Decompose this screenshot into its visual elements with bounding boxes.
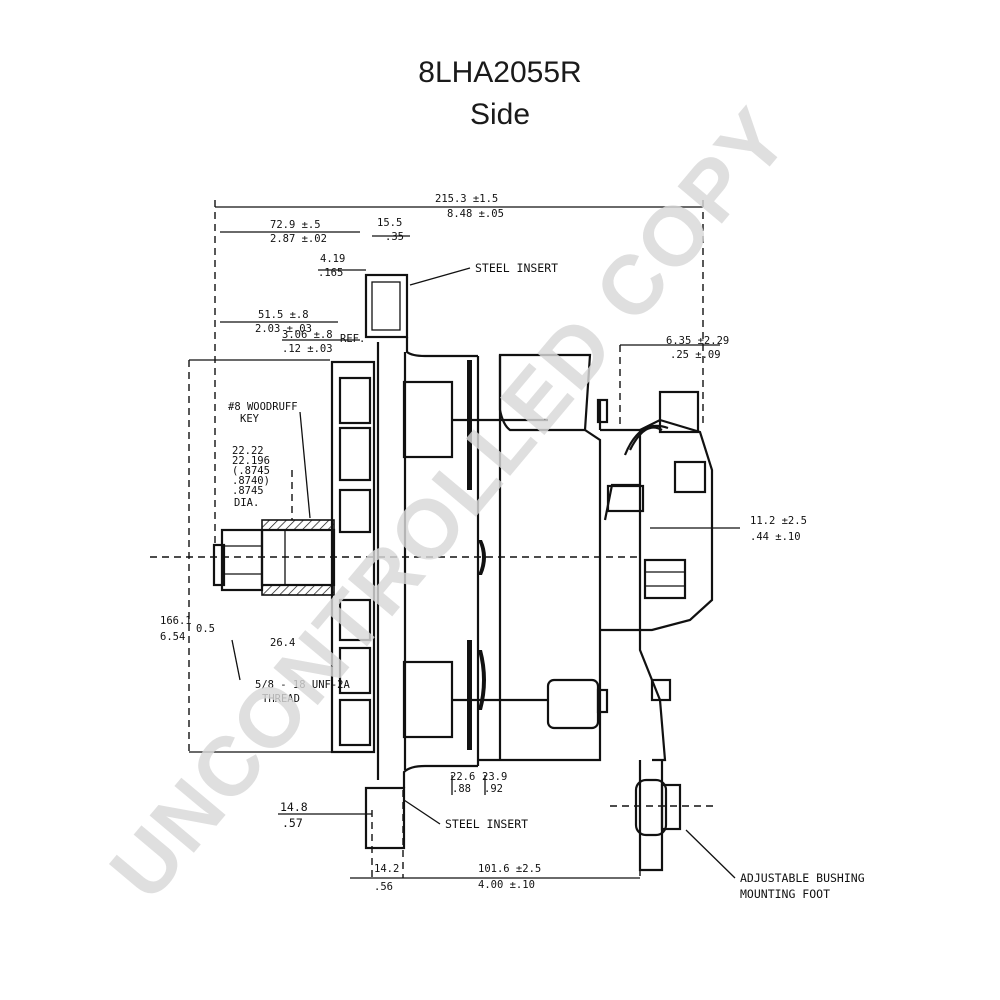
shaft-line-3: (.8745 — [232, 465, 270, 477]
callout-text: STEEL INSERT STEEL INSERT #8 WOODRUFF KE… — [228, 261, 865, 901]
shaft-line-2: 22.196 — [232, 455, 270, 467]
dim-515-in: 2.03 ±.03 — [255, 323, 312, 335]
label-bushing-2: MOUNTING FOOT — [740, 887, 830, 901]
dim-right-mid-mm: 11.2 ±2.5 — [750, 515, 807, 527]
dim-overall-in: 8.48 ±.05 — [447, 208, 504, 220]
dim-239-in: .92 — [484, 783, 503, 795]
label-thread-1: 5/8 - 18 UNF-2A — [255, 679, 351, 691]
stator-body — [402, 353, 609, 766]
dim-155-in: .35 — [385, 231, 404, 243]
dim-right-top-mm: 6.35 ±2.29 — [666, 335, 729, 347]
shaft-line-1: 22.22 — [232, 445, 264, 457]
dim-right-top-in: .25 ±.09 — [670, 349, 721, 361]
drive-end-housing — [330, 273, 478, 850]
dim-226-in: .88 — [452, 783, 471, 795]
label-bushing-1: ADJUSTABLE BUSHING — [740, 871, 865, 885]
dim-419-mm: 4.19 — [320, 253, 345, 265]
dim-left-in: 6.54 — [160, 631, 185, 643]
mounting-foot — [634, 760, 736, 879]
dim-306-mm: 3.06 ±.8 — [282, 329, 333, 341]
leader-lines — [231, 267, 471, 825]
shaft-and-nut — [212, 470, 336, 596]
dim-148-in: .57 — [282, 816, 303, 830]
dim-239-mm: 23.9 — [482, 771, 507, 783]
label-steel-insert-bottom: STEEL INSERT — [445, 817, 528, 831]
dim-left-mm: 166.1 — [160, 615, 192, 627]
dim-264: 26.4 — [270, 637, 295, 649]
dim-1016-mm: 101.6 ±2.5 — [478, 863, 541, 875]
drawing-title: 8LHA2055R — [418, 56, 582, 89]
dim-306-in: .12 ±.03 — [282, 343, 333, 355]
label-thread-2: THREAD — [262, 693, 300, 705]
dimension-lines — [150, 200, 740, 879]
dim-155-mm: 15.5 — [377, 217, 402, 229]
dim-515-mm: 51.5 ±.8 — [258, 309, 309, 321]
rear-housing — [600, 390, 714, 762]
shaft-dia: DIA. — [234, 497, 259, 509]
label-woodruff-1: #8 WOODRUFF — [228, 401, 298, 413]
dimension-text: 215.3 ±1.5 8.48 ±.05 72.9 ±.5 2.87 ±.02 … — [160, 193, 807, 893]
drawing-subtitle: Side — [469, 98, 531, 131]
label-steel-insert-top: STEEL INSERT — [475, 261, 558, 275]
shaft-line-4: .8740) — [232, 475, 270, 487]
dim-right-mid-in: .44 ±.10 — [750, 531, 801, 543]
dim-ref: REF. — [340, 333, 365, 345]
shaft-line-5: .8745 — [232, 485, 264, 497]
dim-142-mm: 14.2 — [374, 863, 399, 875]
dim-148-mm: 14.8 — [280, 800, 308, 814]
dim-overall-mm: 215.3 ±1.5 — [435, 193, 498, 205]
label-woodruff-2: KEY — [240, 413, 260, 425]
dim-left-note: 0.5 — [196, 623, 215, 635]
dim-142-in: .56 — [374, 881, 393, 893]
dim-1016-in: 4.00 ±.10 — [478, 879, 535, 891]
dim-419-in: .165 — [318, 267, 343, 279]
dim-729-mm: 72.9 ±.5 — [270, 219, 321, 231]
dim-729-in: 2.87 ±.02 — [270, 233, 327, 245]
dim-226-mm: 22.6 — [450, 771, 475, 783]
